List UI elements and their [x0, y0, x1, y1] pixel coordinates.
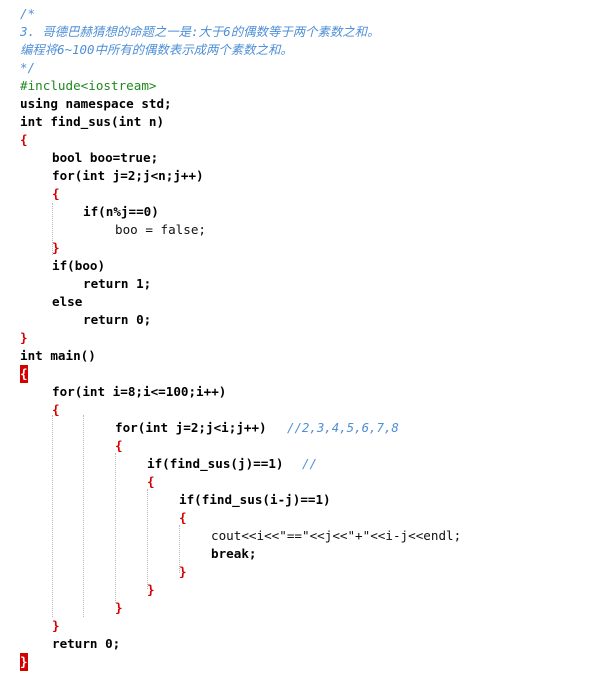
brace-open: {	[52, 402, 60, 417]
indent-guide	[179, 525, 180, 573]
bool-declaration: bool boo=true;	[52, 150, 159, 165]
brace-open: {	[52, 186, 60, 201]
indent-guide	[147, 489, 148, 589]
if-modulo: if(n%j==0)	[83, 204, 159, 219]
comment-open: /*	[20, 6, 35, 21]
brace-close: }	[179, 564, 187, 579]
if-find-sus-j: if(find_sus(j)==1)	[147, 456, 284, 471]
if-boo: if(boo)	[52, 258, 106, 273]
for-loop-j-inner: for(int j=2;j<i;j++)	[115, 420, 267, 435]
brace-open: {	[179, 510, 187, 525]
indent-guide	[115, 453, 116, 603]
brace-open: {	[115, 438, 123, 453]
for-loop-j: for(int j=2;j<n;j++)	[52, 168, 204, 183]
for-loop-i: for(int i=8;i<=100;i++)	[52, 384, 227, 399]
if-find-sus-i-minus-j: if(find_sus(i-j)==1)	[179, 492, 331, 507]
cout-statement: cout<<i<<"=="<<j<<"+"<<i-j<<endl;	[211, 528, 462, 543]
brace-close: }	[20, 330, 28, 345]
break-statement: break;	[211, 546, 257, 561]
if-find-sus-j-comment: //	[302, 456, 317, 471]
include-directive: #include<iostream>	[20, 78, 157, 93]
return-zero: return 0;	[83, 312, 152, 327]
brace-open: {	[147, 474, 155, 489]
comment-close: */	[20, 60, 35, 75]
main-return-zero: return 0;	[52, 636, 121, 651]
brace-close: }	[52, 240, 60, 255]
indent-guide	[52, 203, 53, 255]
using-namespace: using namespace std;	[20, 96, 172, 111]
return-one: return 1;	[83, 276, 152, 291]
for-loop-j-comment: //2,3,4,5,6,7,8	[287, 420, 399, 435]
indent-guide	[52, 415, 53, 617]
function-signature-find-sus: int find_sus(int n)	[20, 114, 165, 129]
brace-open: {	[20, 132, 28, 147]
comment-line-1: 3. 哥德巴赫猜想的命题之一是:大于6的偶数等于两个素数之和。	[20, 24, 380, 39]
main-signature: int main()	[20, 348, 96, 363]
assign-boo-false: boo = false;	[115, 222, 206, 237]
brace-close: }	[52, 618, 60, 633]
indent-guide	[83, 415, 84, 617]
brace-close: }	[147, 582, 155, 597]
comment-line-2: 编程将6~100中所有的偶数表示成两个素数之和。	[20, 42, 293, 57]
brace-open-highlighted: {	[20, 365, 28, 383]
code-editor[interactable]: /* 3. 哥德巴赫猜想的命题之一是:大于6的偶数等于两个素数之和。 编程将6~…	[20, 5, 600, 671]
else-keyword: else	[52, 294, 83, 309]
brace-close: }	[115, 600, 123, 615]
brace-close-highlighted: }	[20, 653, 28, 671]
